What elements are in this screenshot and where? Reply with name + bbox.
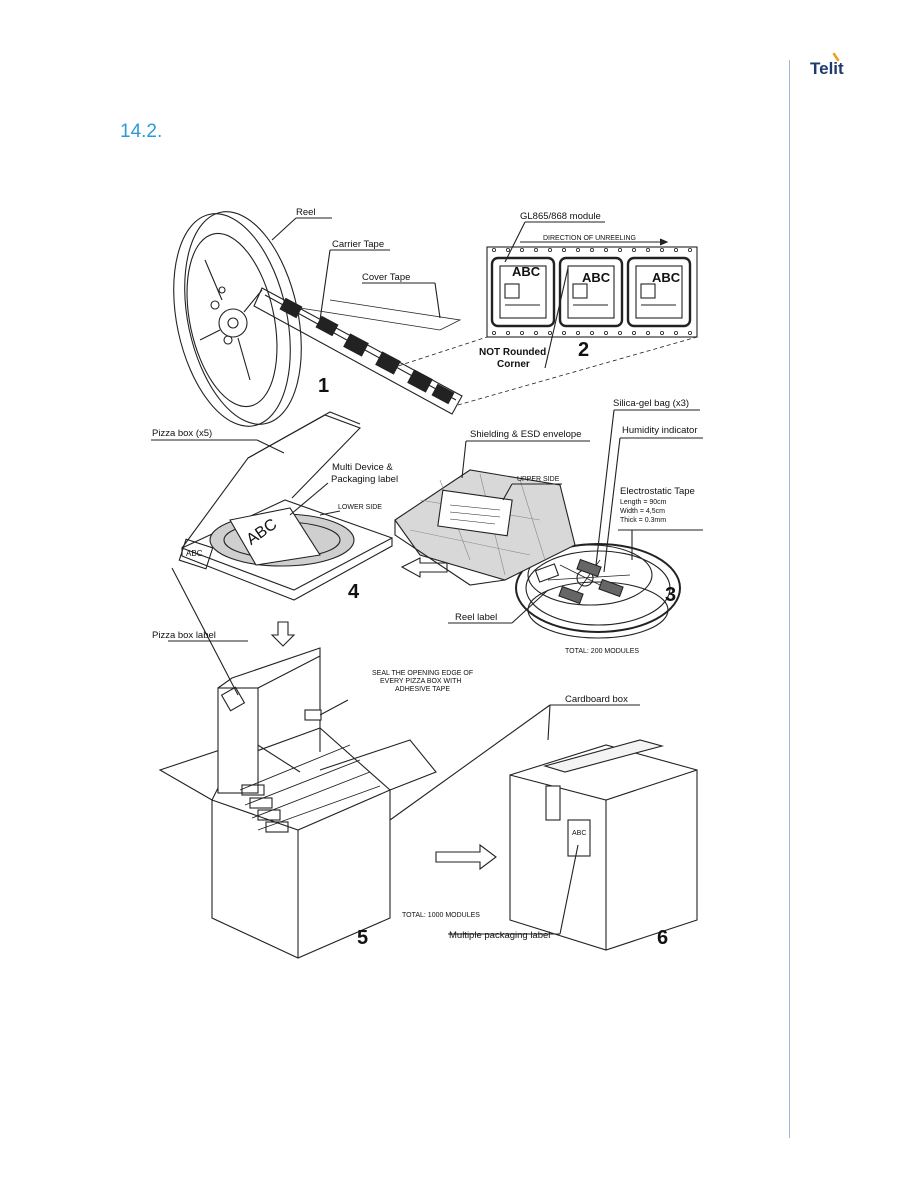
reel-label-text: Reel label [455,612,497,623]
multi-device-label-1: Multi Device & [332,462,393,473]
telit-logo: Telit [810,52,870,82]
cover-tape-label: Cover Tape [362,272,410,283]
total-1000-label: TOTAL: 1000 MODULES [402,912,480,919]
cardboard-box-label: Cardboard box [565,694,628,705]
direction-label: DIRECTION OF UNREELING [543,235,636,242]
open-box [158,647,437,959]
step-5: 5 [357,927,368,949]
section-number: 14.2. [120,121,163,142]
estatic-width: Width = 4,5cm [620,508,665,515]
page-side-rule [789,60,790,1138]
step-4: 4 [348,581,360,603]
pizza-box-label-text: Pizza box label [152,630,216,641]
step-2: 2 [578,339,589,361]
arrow-5-to-6 [435,843,497,871]
pizza-box-label: Pizza box (x5) [152,428,212,439]
closed-box [509,739,698,951]
estatic-label: Electrostatic Tape [620,486,695,497]
total-200-label: TOTAL: 200 MODULES [565,648,639,655]
reel-illustration [173,211,302,427]
arrow-3-to-4 [400,557,448,578]
tape-detail [486,221,698,369]
abc-mark: ABC [186,549,203,558]
not-rounded-label-1: NOT Rounded [479,347,546,358]
step-3: 3 [665,584,676,606]
multi-device-label-2: Packaging label [331,474,398,485]
reel-label: Reel [296,207,316,218]
carrier-tape [253,287,463,415]
abc-mark: ABC [652,270,681,285]
arrow-4-to-5 [270,621,296,647]
seal-label-1: SEAL THE OPENING EDGE OF [372,670,473,677]
abc-mark: ABC [572,830,586,837]
shielding-label: Shielding & ESD envelope [470,429,581,440]
seal-label-3: ADHESIVE TAPE [395,686,450,693]
silica-label: Silica-gel bag (x3) [613,398,689,409]
abc-mark: ABC [512,264,541,279]
logo-text: Telit [810,59,844,78]
carrier-tape-label: Carrier Tape [332,239,384,250]
estatic-length: Length = 90cm [620,499,667,506]
not-rounded-label-2: Corner [497,359,530,370]
lower-side-label: LOWER SIDE [338,504,382,511]
shielding-envelope [394,469,576,586]
pizza-box [178,411,393,601]
seal-label-2: EVERY PIZZA BOX WITH [380,678,461,685]
step-1: 1 [318,375,329,397]
humidity-label: Humidity indicator [622,425,698,436]
abc-mark: ABC [582,270,611,285]
module-label: GL865/868 module [520,211,601,222]
upper-side-label: UPPER SIDE [517,476,560,483]
step-6: 6 [657,927,668,949]
estatic-thick: Thick = 0.3mm [620,517,666,524]
multiple-pack-label: Multiple packaging label [449,930,550,941]
